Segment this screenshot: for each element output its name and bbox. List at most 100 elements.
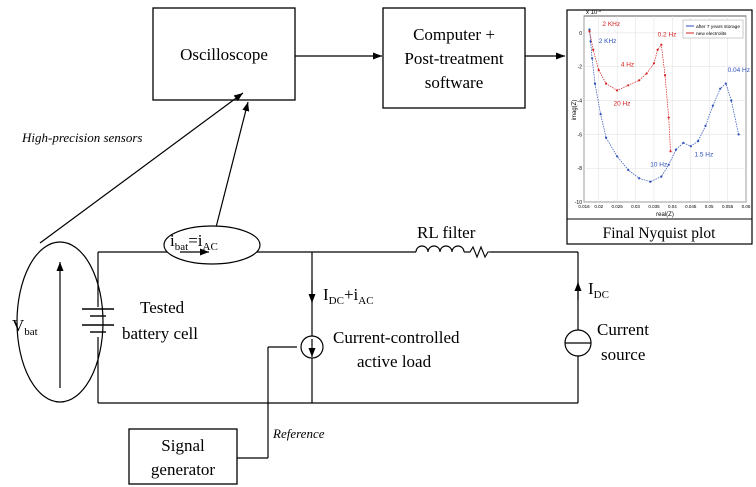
- nyquist-xlabel: real(Z): [656, 212, 674, 218]
- circuit-wires: [97, 251, 579, 458]
- series-point-0: [593, 82, 597, 85]
- series-point-0: [711, 104, 715, 107]
- series-point-1: [660, 43, 663, 46]
- annotation-blue: 1.5 Hz: [694, 151, 713, 158]
- computer-label-line1: Computer +: [413, 25, 495, 44]
- x-tick-label: 0.035: [648, 204, 660, 209]
- sensor-arrow-vbat: [39, 92, 244, 244]
- series-point-1: [652, 62, 656, 65]
- nyquist-xticks: 0.016 0.02 0.025 0.03 0.035 0.04 0.045 0.05 0.05…: [578, 204, 751, 209]
- series-point-0: [697, 140, 700, 143]
- vbat-ellipse: [16, 241, 104, 403]
- series-point-0: [649, 180, 652, 183]
- series-line-0: [589, 29, 739, 183]
- sensor-arrow-ibat: [211, 101, 250, 244]
- series-point-0: [737, 133, 740, 136]
- nyquist-ylabel: imag(Z): [572, 100, 578, 121]
- legend-entry-0: after 7 years storage: [696, 24, 740, 30]
- x-tick-label: 0.045: [685, 204, 697, 209]
- series-point-0: [616, 155, 619, 158]
- current-source-label-line2: source: [601, 345, 645, 364]
- nyquist-ymult: x 10-3: [586, 8, 602, 16]
- series-point-0: [724, 82, 727, 85]
- y-tick-label: -10: [575, 200, 582, 206]
- annotation-red: 2 KHz: [602, 21, 620, 28]
- computer-label-line3: software: [425, 73, 484, 92]
- series-point-1: [669, 150, 672, 153]
- ibat-label: ibat=iAC: [170, 231, 218, 253]
- active-load-label-line2: active load: [357, 352, 432, 371]
- idc-right-label: IDC: [588, 279, 609, 301]
- inductor-symbol: [415, 245, 465, 253]
- reference-label: Reference: [272, 426, 325, 441]
- nyquist-ymult-exponent: -3: [597, 8, 601, 13]
- annotation-red: 0.2 Hz: [658, 31, 677, 38]
- x-tick-label: 0.03: [631, 204, 640, 209]
- x-tick-label: 0.05: [705, 204, 714, 209]
- y-tick-label: 0: [579, 31, 582, 37]
- annotation-red: 20 Hz: [613, 101, 630, 108]
- vbat-label: Vbat: [12, 316, 38, 338]
- series-line-1: [589, 31, 671, 152]
- series-point-0: [588, 28, 591, 31]
- series-point-1: [638, 79, 641, 82]
- series-point-0: [704, 124, 707, 127]
- signal-generator-box: [128, 428, 238, 485]
- current-source-label-line1: Current: [597, 320, 649, 339]
- nyquist-grid: [583, 16, 747, 203]
- computer-box: [382, 7, 526, 109]
- x-tick-label: 0.055: [722, 204, 734, 209]
- resistor-symbol: [464, 245, 490, 259]
- y-tick-label: -6: [578, 132, 583, 138]
- y-tick-label: -4: [578, 99, 583, 105]
- series-point-1: [616, 89, 619, 92]
- series-point-0: [674, 148, 678, 151]
- x-tick-label: 0.016: [578, 204, 590, 209]
- series-point-0: [660, 175, 663, 178]
- legend-entry-1: new electrolits: [696, 31, 727, 37]
- annotation-blue: 10 Hz: [650, 161, 667, 168]
- battery-label-line1: Tested: [140, 298, 185, 317]
- rl-filter-label: RL filter: [417, 223, 476, 242]
- series-point-0: [638, 177, 641, 180]
- series-point-0: [682, 141, 685, 144]
- y-tick-label: -8: [578, 166, 583, 172]
- annotation-red: 4 Hz: [621, 62, 634, 69]
- battery-symbol: [82, 308, 114, 333]
- series-point-0: [689, 145, 692, 148]
- nyquist-annotations: 2 KHz 10 Hz 1.5 Hz 0.04 Hz 2 KHz 4 Hz 20 Hz 0.2…: [599, 21, 750, 168]
- ibat-ellipse: [163, 225, 261, 265]
- series-point-0: [730, 99, 733, 102]
- signal-generator-label-line1: Signal: [161, 436, 205, 455]
- series-point-1: [588, 30, 591, 33]
- oscilloscope-label: Oscilloscope: [180, 45, 268, 64]
- x-tick-label: 0.02: [594, 204, 603, 209]
- series-point-0: [589, 40, 592, 43]
- active-load-label-line1: Current-controlled: [333, 328, 460, 347]
- idc-iac-label: IDC+iAC: [323, 285, 374, 307]
- series-point-0: [667, 163, 670, 166]
- series-point-0: [719, 87, 722, 90]
- series-point-1: [663, 74, 667, 77]
- series-point-0: [605, 136, 608, 139]
- series-point-1: [645, 72, 648, 75]
- series-point-1: [597, 69, 600, 72]
- nyquist-yticks: 0 -2 -4 -6 -8 -10: [575, 31, 582, 206]
- computer-label-line2: Post-treatment: [404, 49, 503, 68]
- x-tick-label: 0.025: [612, 204, 624, 209]
- y-tick-label: -2: [578, 65, 583, 71]
- nyquist-legend: [682, 19, 744, 39]
- series-point-0: [627, 168, 630, 171]
- signal-generator-label-line2: generator: [151, 460, 216, 479]
- annotation-blue: 2 KHz: [599, 38, 617, 45]
- series-point-1: [605, 82, 608, 85]
- series-point-1: [627, 84, 630, 87]
- series-point-1: [667, 116, 670, 119]
- series-point-1: [592, 48, 595, 51]
- nyquist-series: [588, 28, 740, 183]
- x-tick-label: 0.04: [668, 204, 677, 209]
- x-tick-label: 0.06: [742, 204, 751, 209]
- annotation-blue: 0.04 Hz: [728, 67, 750, 74]
